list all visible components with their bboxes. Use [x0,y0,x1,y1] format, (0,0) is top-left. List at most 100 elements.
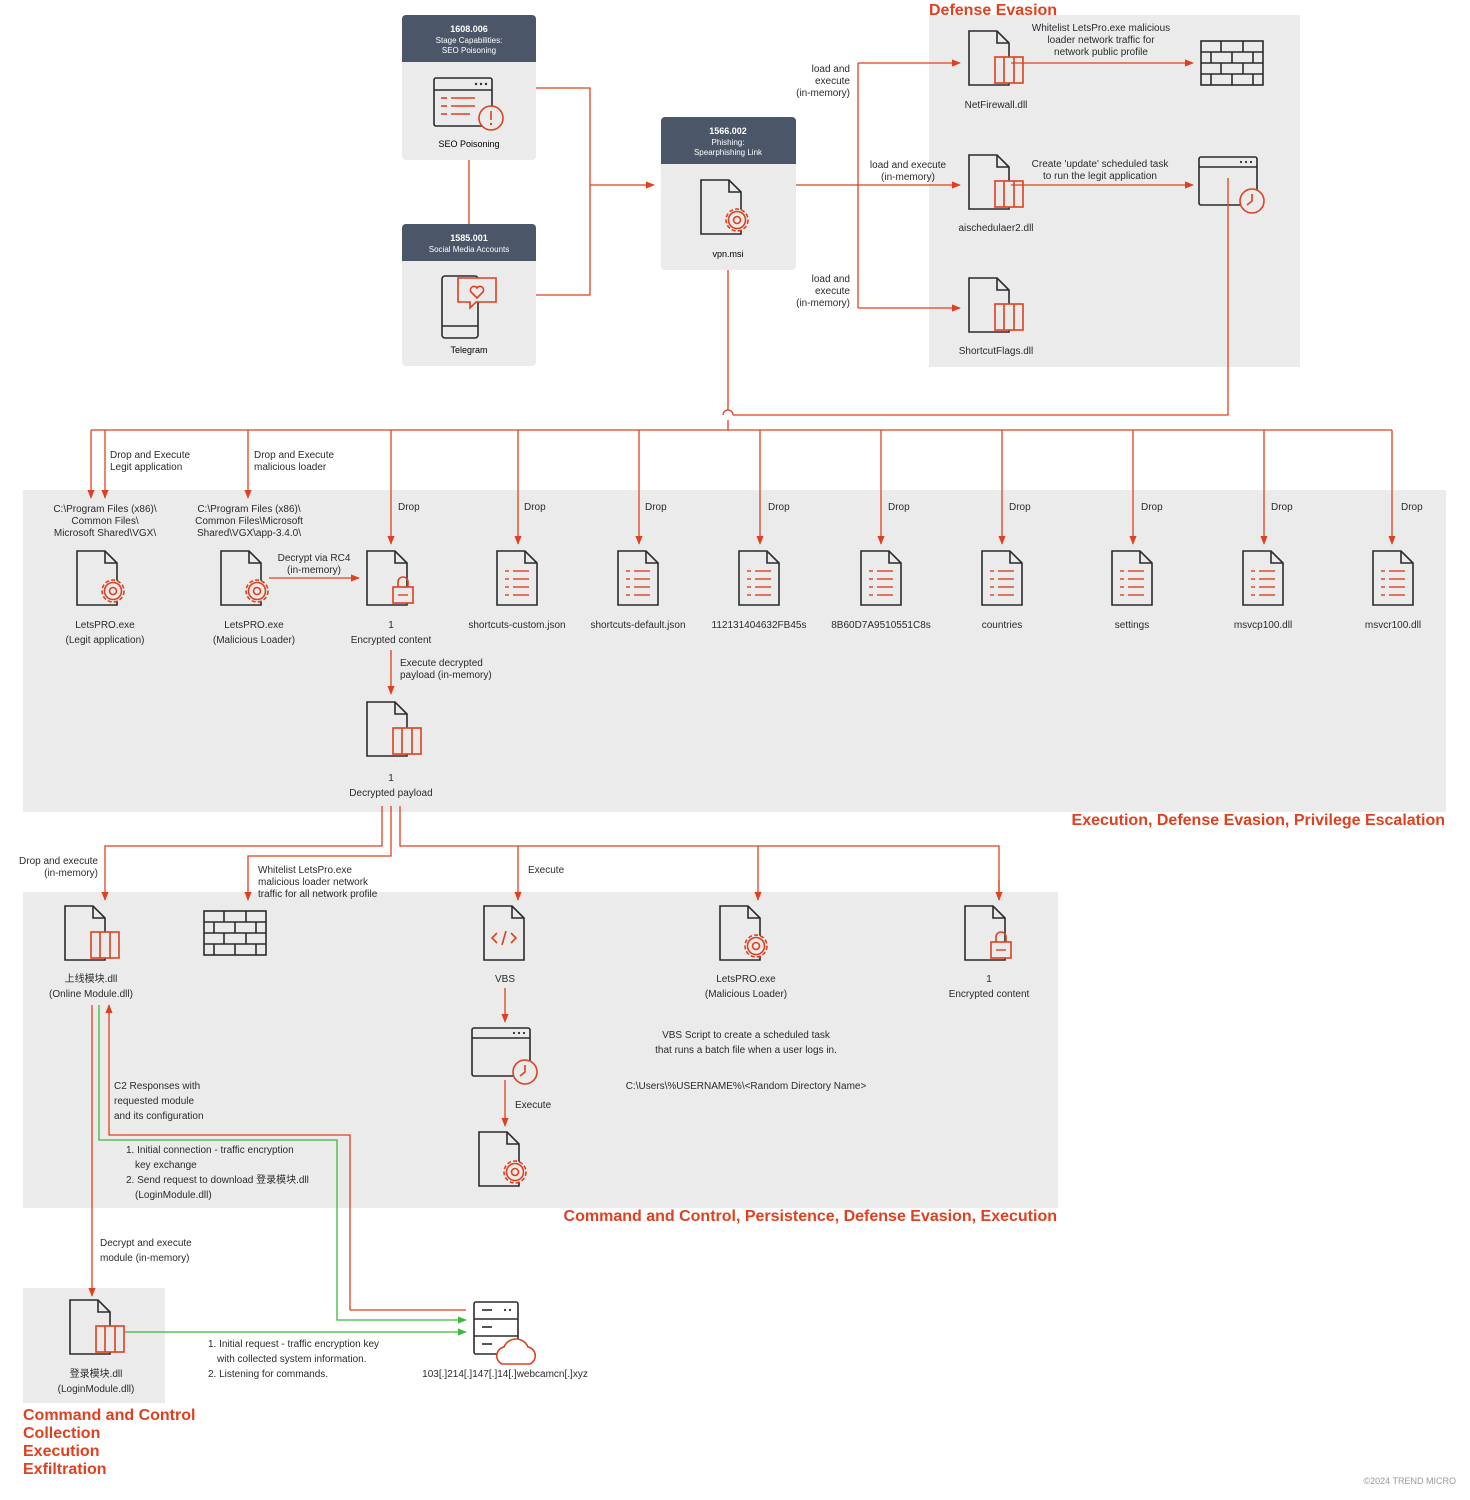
edge-label-shortcut: execute [815,286,850,297]
encrypted-content-icon [366,550,414,606]
initial-conn-4: (LoginModule.dll) [135,1190,212,1201]
drop-label: Drop [398,502,420,513]
dropped-file-label-4: countries [982,620,1023,631]
firewall2-note: traffic for all network profile [258,889,378,900]
scheduled-task-icon-2 [471,1027,538,1085]
loader-label: LetsPRO.exe [224,620,284,631]
phone-heart-icon [441,275,497,339]
decrypted-label: 1 [388,773,394,784]
edge-label-shortcut: (in-memory) [796,298,850,309]
login-module-label: 登录模块.dll [70,1367,123,1380]
section-exec-def-priv: Execution, Defense Evasion, Privilege Es… [1072,812,1445,829]
dropped-file-icon-2 [738,550,780,606]
encrypted-content-icon-2 [964,905,1012,961]
vbs-path: C:\Users\%USERNAME%\<Random Directory Na… [626,1081,867,1092]
online-module-icon [64,905,120,961]
decrypt-module-label: module (in-memory) [100,1253,189,1264]
login-module-panel [23,1288,165,1403]
section-c2-line2: Collection [23,1425,100,1442]
vbs-note: that runs a batch file when a user logs … [655,1045,837,1056]
firewall-icon-2 [203,910,267,956]
c2-response-label: and its configuration [114,1111,204,1122]
dropped-file-icon-1 [617,550,659,606]
vbs-script-icon [483,905,525,961]
legit-path: Microsoft Shared\VGX\ [54,528,156,539]
drop-label-1: Drop [645,502,667,513]
initial-connection-arrow [98,1005,467,1324]
to-firewall2-arrow [244,806,392,901]
initial-req-1: 1. Initial request - traffic encryption … [208,1339,379,1350]
seo-poisoning-card: 1608.006 Stage Capabilities: SEO Poisoni… [402,15,536,160]
loader-path: C:\Program Files (x86)\ [197,504,301,515]
drop-label-5: Drop [1141,502,1163,513]
dropped-file-label-5: settings [1115,620,1149,631]
social-card-title: Social Media Accounts [429,245,510,254]
social-card-label: Telegram [450,345,487,355]
dropped-file-icon-6 [1242,550,1284,606]
encrypted-label: 1 [388,620,394,631]
line-hop [722,409,734,416]
section-c2-persist: Command and Control, Persistence, Defens… [564,1208,1057,1225]
execute-edge-label: Execute decrypted [400,658,483,669]
loader-path: Shared\VGX\app-3.4.0\ [197,528,301,539]
aischedule-note: Create 'update' scheduled task [1032,159,1170,170]
legit-path: C:\Program Files (x86)\ [53,504,157,515]
drop-label-7: Drop [1401,502,1423,513]
initial-conn-2: key exchange [135,1160,197,1171]
login-module-icon [69,1299,125,1355]
firewall-icon [1200,40,1264,86]
netfirewall-label: NetFirewall.dll [965,100,1028,111]
c2-server-label: 103[.]214[.]147[.]14[.]webcamcn[.]xyz [422,1369,588,1380]
section-defense-evasion: Defense Evasion [929,2,1057,19]
shortcutflags-dll-icon [968,277,1024,333]
dropped-file-icon-4 [981,550,1023,606]
seo-card-title2: SEO Poisoning [442,46,496,55]
login-module-label: (LoginModule.dll) [58,1384,135,1395]
social-media-card: 1585.001 Social Media Accounts Telegram [402,224,536,366]
legit-path: Common Files\ [71,516,138,527]
edge-label-legit: Legit application [110,462,182,473]
online-edge-label: Drop and execute [19,856,98,867]
online-edge-label: (in-memory) [44,868,98,879]
execute-label: Execute [528,865,565,876]
loader2-label: (Malicious Loader) [705,989,787,1000]
firewall2-note: malicious loader network [258,877,369,888]
dropped-file-icon-0 [496,550,538,606]
edge-label-loader: malicious loader [254,462,327,473]
dropped-file-label-1: shortcuts-default.json [590,620,685,631]
letspro-loader-icon-2 [719,905,768,961]
dropped-file-label-6: msvcp100.dll [1234,620,1292,631]
connectors-layer [87,59,1396,1336]
shortcut-label: ShortcutFlags.dll [959,346,1033,357]
phish-card-title1: Phishing: [712,138,745,147]
decrypted-payload-icon [366,701,422,757]
drop-label-4: Drop [1009,502,1031,513]
copyright: ©2024 TREND MICRO [1364,1476,1457,1486]
phishing-card: 1566.002 Phishing: Spearphishing Link vp… [661,117,796,270]
dropped-file-icon-5 [1111,550,1153,606]
seo-social-bracket [536,87,591,296]
aischedule-note: to run the legit application [1043,171,1157,182]
letspro-loader-icon [220,550,269,606]
drop-label-3: Drop [888,502,910,513]
decrypted-label: Decrypted payload [349,788,432,799]
c2-response-label: requested module [114,1096,194,1107]
section-c2-line4: Exfiltration [23,1461,107,1478]
phish-card-title2: Spearphishing Link [694,148,763,157]
initial-req-3: 2. Listening for commands. [208,1369,328,1380]
edge-label-loader: Drop and Execute [254,450,334,461]
to-online-module-arrow [101,806,383,901]
loader-label: (Malicious Loader) [213,635,295,646]
encrypted-label: Encrypted content [351,635,432,646]
exec-bus-line [399,806,1000,900]
decrypt-edge-label: (in-memory) [287,565,341,576]
phish-card-label: vpn.msi [712,249,743,259]
execute-edge-label: payload (in-memory) [400,670,492,681]
browser-alert-icon [433,77,504,131]
execute2-label: Execute [515,1100,552,1111]
drop-label-2: Drop [768,502,790,513]
firewall2-note: Whitelist LetsPro.exe [258,865,352,876]
netfirewall-note: network public profile [1054,47,1148,58]
